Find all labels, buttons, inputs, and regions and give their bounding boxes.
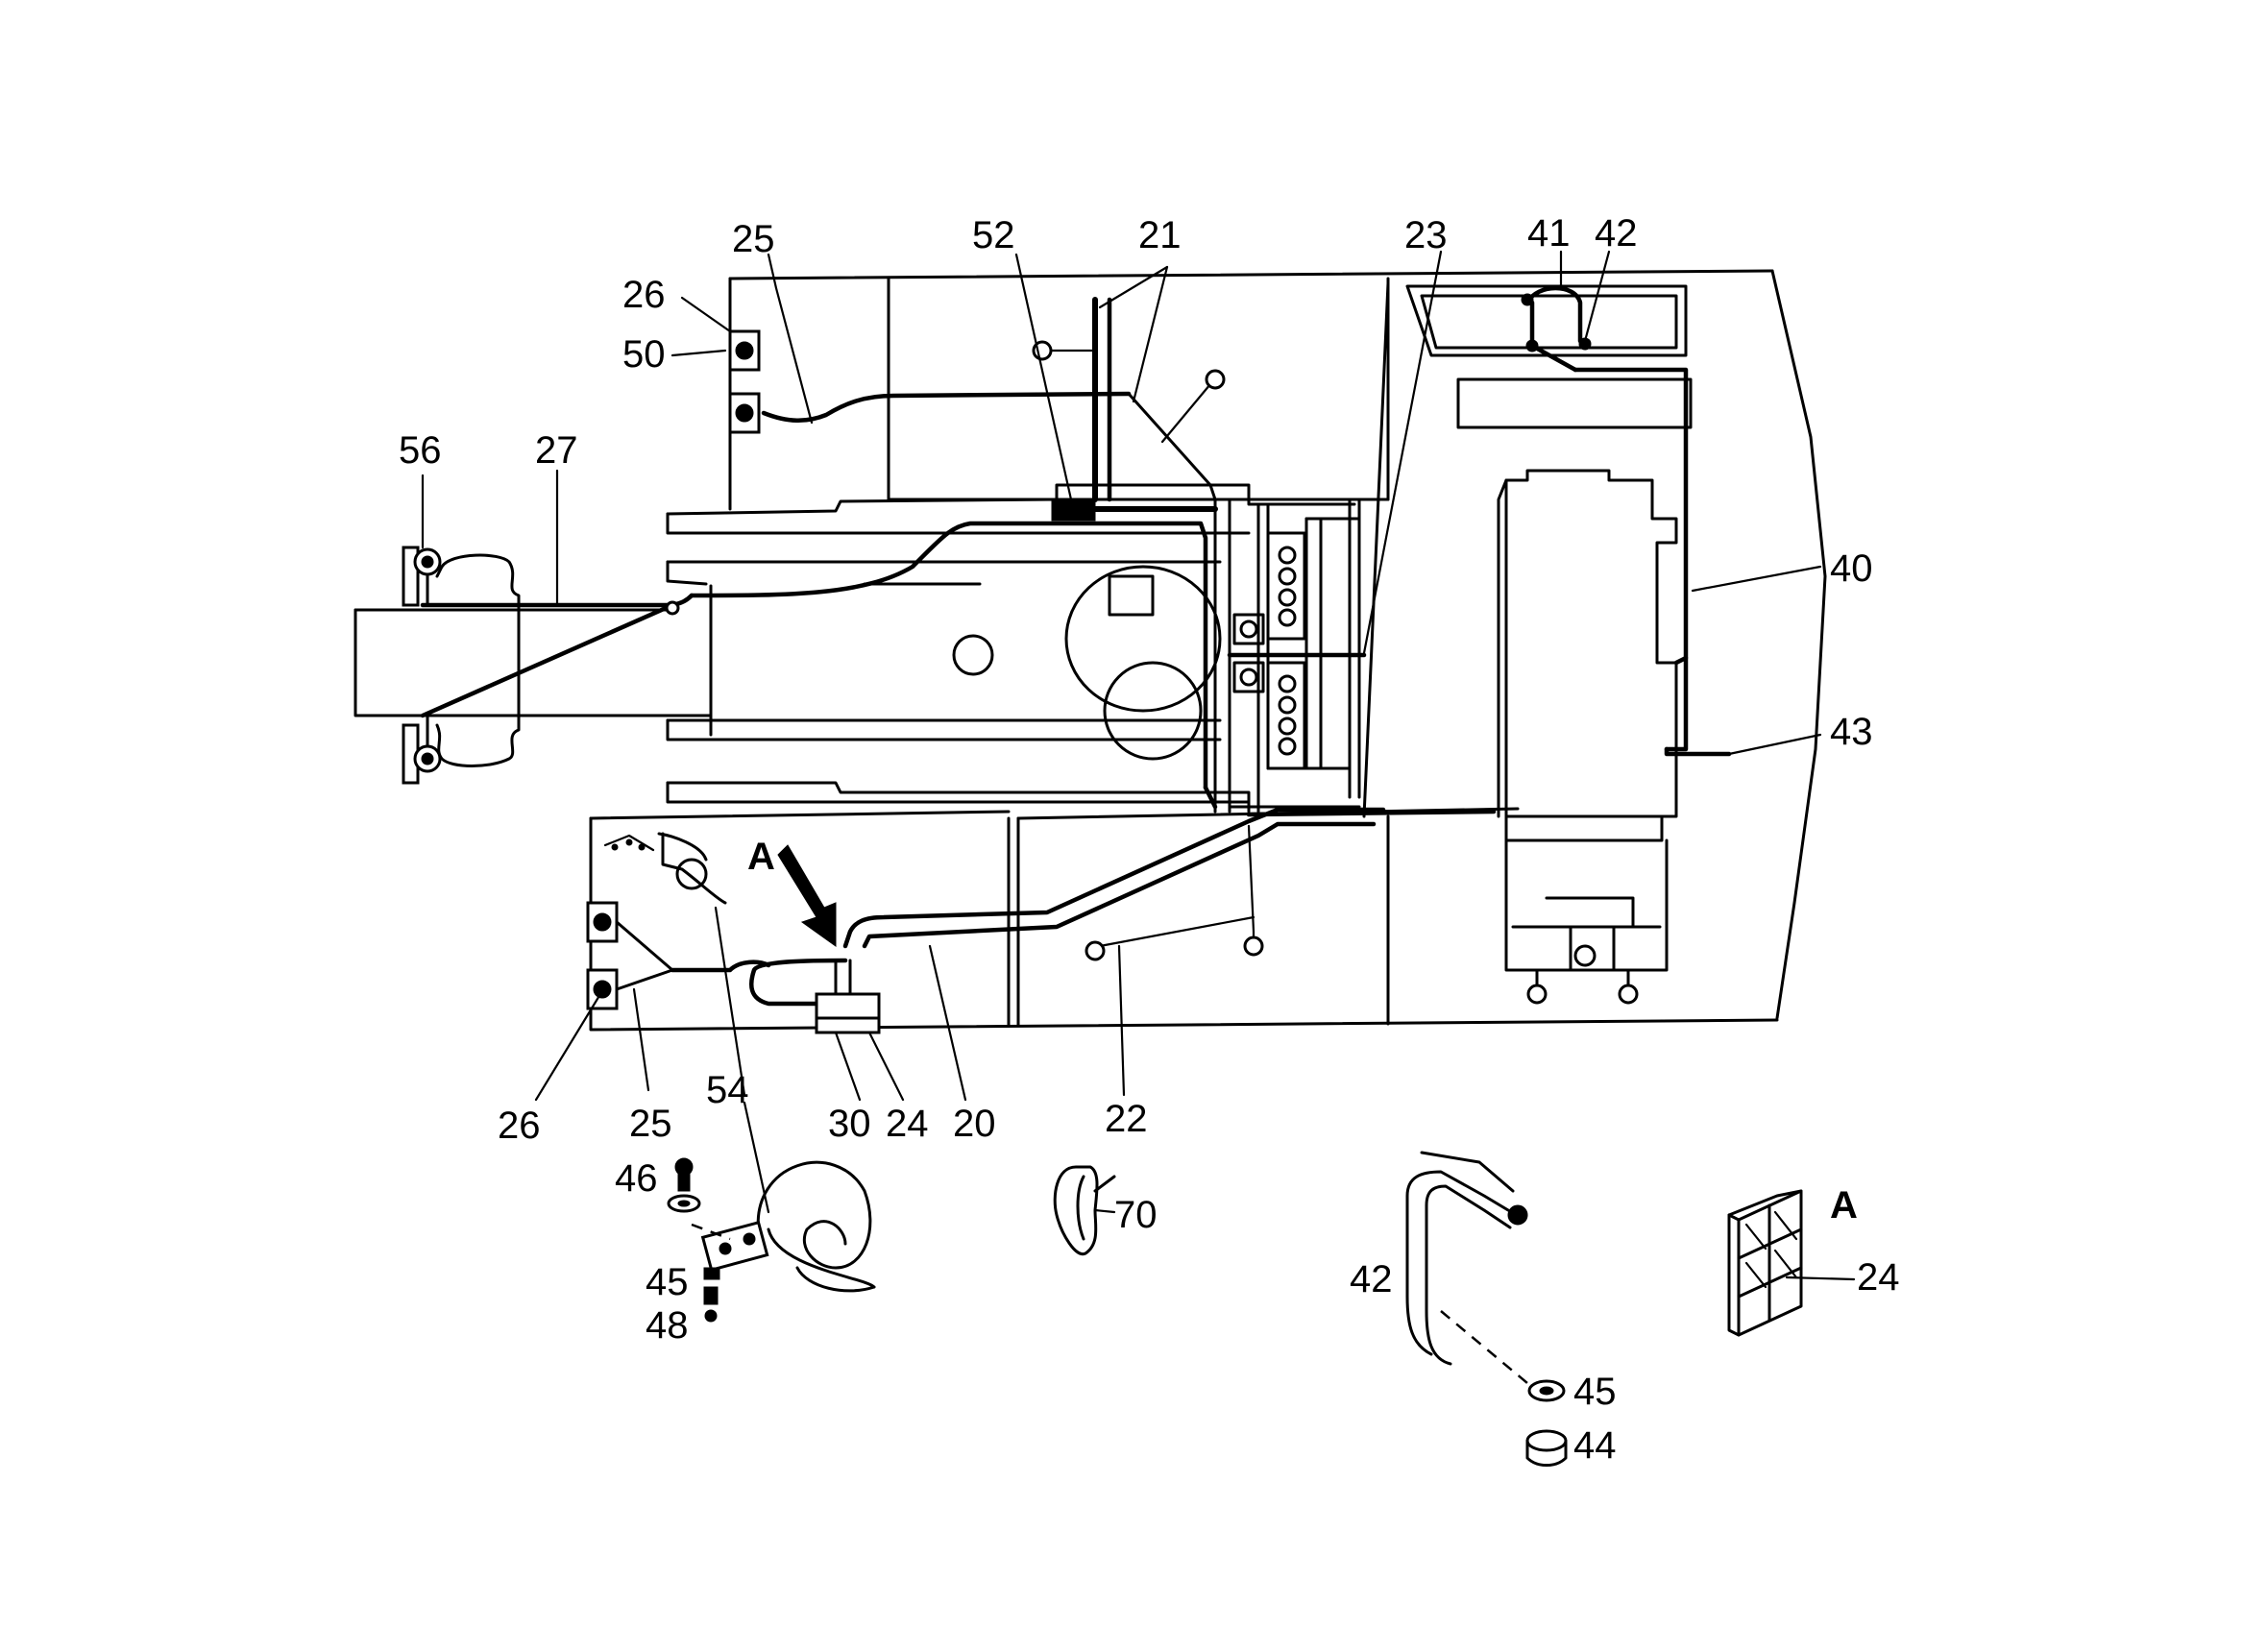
view-a-detail-label: A — [1830, 1184, 1858, 1227]
callout-52: 52 — [972, 214, 1015, 256]
callout-56: 56 — [399, 429, 442, 472]
callout-45-horn: 45 — [646, 1261, 689, 1303]
view-a-arrow-icon — [777, 844, 837, 947]
horn-symbol-icon — [603, 832, 727, 905]
chassis-frame — [589, 269, 1827, 1032]
callout-21: 21 — [1138, 214, 1182, 256]
horn-detail — [667, 1157, 876, 1323]
callout-23: 23 — [1404, 214, 1448, 256]
callout-25-bottom: 25 — [629, 1103, 672, 1145]
view-a-arrow-label: A — [747, 836, 775, 878]
clip-detail — [1053, 1165, 1116, 1256]
callout-43: 43 — [1830, 711, 1873, 753]
callout-46: 46 — [615, 1157, 658, 1200]
callout-41: 41 — [1527, 212, 1571, 255]
callout-42-detail: 42 — [1350, 1258, 1393, 1300]
callout-24-bottom: 24 — [886, 1103, 929, 1145]
callout-70: 70 — [1114, 1194, 1158, 1236]
boom-structure — [666, 483, 1361, 814]
callout-50: 50 — [622, 333, 666, 376]
handle-detail — [1405, 1151, 1568, 1467]
callout-22: 22 — [1105, 1098, 1148, 1140]
wire-harness — [420, 285, 1732, 1034]
connector-a-detail — [1727, 1189, 1803, 1337]
callout-30: 30 — [828, 1103, 871, 1145]
callout-26-bottom: 26 — [498, 1105, 541, 1147]
engine-assembly — [1456, 377, 1693, 1005]
platform — [353, 553, 713, 767]
leader-lines — [421, 250, 1856, 1281]
callout-45-detail: 45 — [1573, 1371, 1617, 1413]
callout-26-top: 26 — [622, 274, 666, 316]
callout-20: 20 — [953, 1103, 996, 1145]
lights — [402, 329, 761, 1010]
callout-44: 44 — [1573, 1424, 1617, 1467]
callout-labels: 25 52 21 23 41 42 26 50 56 27 40 43 26 2… — [399, 212, 1900, 1467]
callout-42-top: 42 — [1595, 212, 1638, 255]
callout-27: 27 — [535, 429, 578, 472]
callout-54: 54 — [706, 1069, 749, 1111]
callout-40: 40 — [1830, 547, 1873, 590]
callout-48: 48 — [646, 1304, 689, 1347]
callout-24-detail: 24 — [1857, 1256, 1900, 1299]
callout-25-top: 25 — [732, 218, 775, 260]
